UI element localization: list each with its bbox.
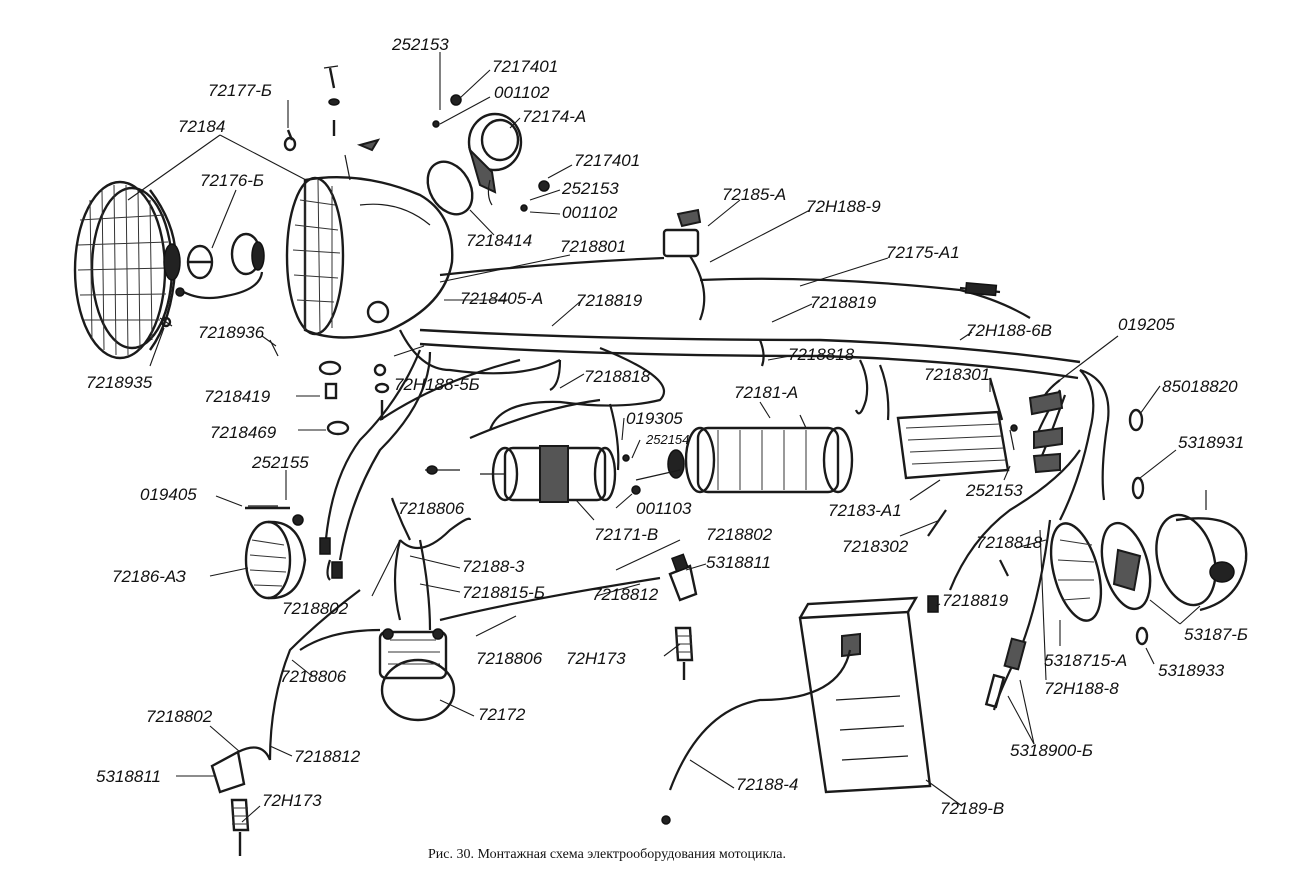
connector-block — [1028, 390, 1064, 474]
part-label: 7218469 — [210, 423, 277, 442]
bulb-holder — [159, 232, 265, 328]
part-label: 72175-А1 — [886, 243, 960, 262]
part-label: 7218819 — [810, 293, 877, 312]
part-label: 72171-В — [594, 525, 658, 544]
part-label: 7218815-Б — [462, 583, 545, 602]
plug-cap-right — [668, 553, 698, 602]
part-labels: 252153 7217401 001102 72174-А 72177-Б 72… — [86, 35, 1248, 818]
part-label: 7218802 — [282, 599, 349, 618]
part-label: 252154 — [645, 432, 689, 447]
part-label: 5318933 — [1158, 661, 1225, 680]
part-label: 7218819 — [942, 591, 1009, 610]
part-label: 7218405-А — [460, 289, 543, 308]
leader-lines — [127, 52, 1201, 823]
part-label: 7218414 — [466, 231, 532, 250]
part-label: 001102 — [562, 203, 618, 222]
part-label: 7218802 — [706, 525, 773, 544]
switch-block — [662, 208, 706, 321]
spark-plug-right — [674, 626, 694, 680]
part-label: 7218936 — [198, 323, 265, 342]
part-label: 7218818 — [976, 533, 1043, 552]
part-label: 72185-А — [722, 185, 786, 204]
part-label: 72188-3 — [462, 557, 525, 576]
part-label: 252155 — [251, 453, 309, 472]
part-label: 252153 — [561, 179, 619, 198]
part-label: 019305 — [626, 409, 683, 428]
part-label: 7218935 — [86, 373, 153, 392]
part-label: 001102 — [494, 83, 550, 102]
part-label: 7218818 — [584, 367, 651, 386]
diagram-artwork — [73, 65, 1248, 856]
wire-mid — [390, 398, 947, 550]
part-label: 7218819 — [576, 291, 643, 310]
ignition-coil — [299, 539, 661, 722]
part-label: 7218818 — [788, 345, 855, 364]
dynamo — [622, 414, 854, 495]
part-label: 72172 — [478, 705, 526, 724]
part-label: 72189-В — [940, 799, 1004, 818]
part-label: 53187-Б — [1184, 625, 1248, 644]
part-label: 7217401 — [492, 57, 558, 76]
part-label: 72Н188-5Б — [394, 375, 480, 394]
part-label: 7218801 — [560, 237, 626, 256]
part-label: 72181-А — [734, 383, 798, 402]
part-label: 72176-Б — [200, 171, 264, 190]
part-label: 001103 — [636, 499, 692, 518]
part-label: 019405 — [140, 485, 197, 504]
part-label: 72Н188-8 — [1044, 679, 1119, 698]
headlight-lens — [73, 180, 181, 360]
part-label: 7218301 — [924, 365, 990, 384]
part-label: 019205 — [1118, 315, 1175, 334]
voltage-regulator — [896, 377, 1018, 480]
figure-caption: Рис. 30. Монтажная схема электрооборудов… — [428, 847, 786, 862]
generator — [425, 445, 617, 503]
part-label: 72Н188-6В — [966, 321, 1052, 340]
battery — [661, 596, 932, 825]
part-label: 7218806 — [398, 499, 465, 518]
part-label: 5318811 — [706, 553, 771, 572]
part-label: 7218806 — [476, 649, 543, 668]
headlight-housing — [285, 138, 454, 339]
part-label: 5318900-Б — [1010, 741, 1093, 760]
part-label: 72Н173 — [566, 649, 626, 668]
hardware-top — [283, 65, 340, 152]
part-label: 7218302 — [842, 537, 909, 556]
part-label: 7218812 — [592, 585, 659, 604]
part-label: 5318715-А — [1044, 651, 1127, 670]
rear-lamp — [1049, 408, 1248, 646]
part-label: 252153 — [391, 35, 449, 54]
stop-switch — [927, 519, 1052, 711]
washers-left — [248, 339, 390, 507]
wire-lower-left — [268, 349, 432, 761]
part-label: 5318931 — [1178, 433, 1244, 452]
part-label: 72188-4 — [736, 775, 798, 794]
part-label: 5318811 — [96, 767, 161, 786]
part-label: 7218419 — [204, 387, 271, 406]
part-label: 72186-АЗ — [112, 567, 187, 586]
part-label: 85018820 — [1162, 377, 1238, 396]
part-label: 72174-А — [522, 107, 586, 126]
part-label: 72177-Б — [208, 81, 272, 100]
part-label: 7217401 — [574, 151, 640, 170]
part-label: 7218812 — [294, 747, 361, 766]
part-label: 7218802 — [146, 707, 213, 726]
speedometer — [426, 94, 550, 216]
part-label: 7218806 — [280, 667, 347, 686]
part-label: 72184 — [178, 117, 225, 136]
part-label: 252153 — [965, 481, 1023, 500]
part-label: 72183-А1 — [828, 501, 902, 520]
spark-plug-left — [210, 746, 272, 856]
part-label: 72Н188-9 — [806, 197, 881, 216]
part-label: 72Н173 — [262, 791, 322, 810]
horn — [244, 506, 307, 600]
